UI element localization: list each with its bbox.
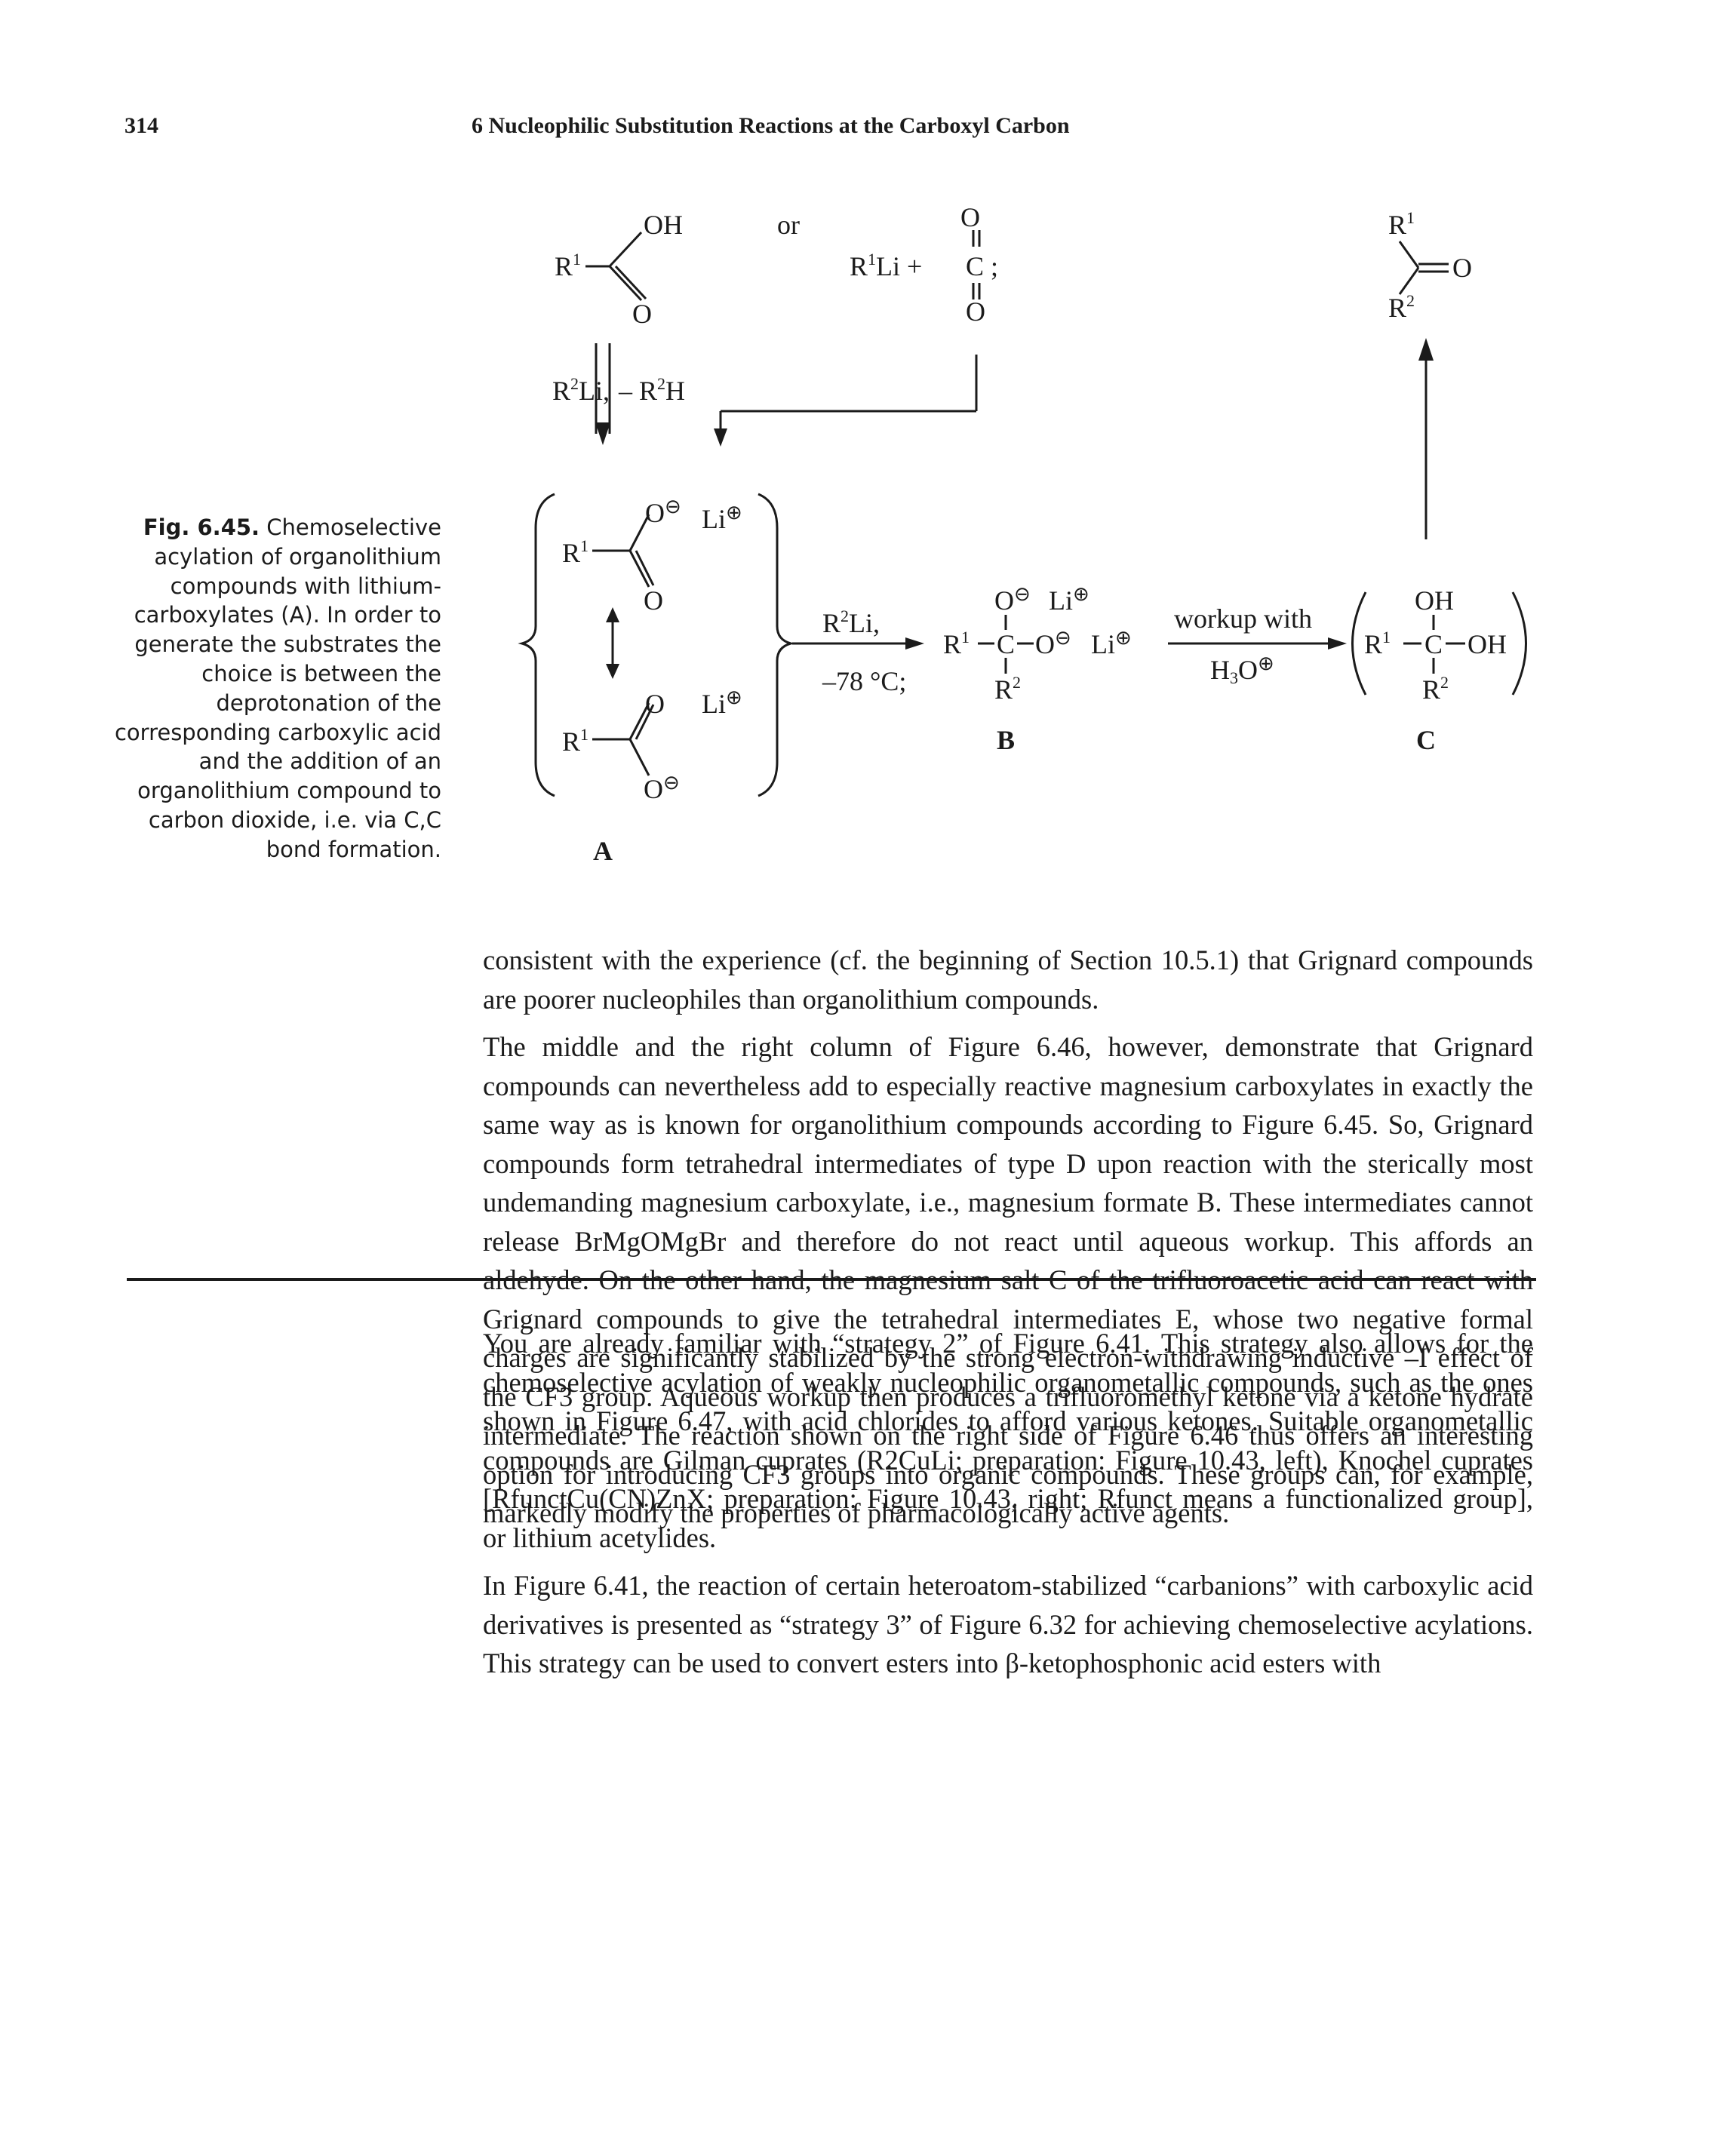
svg-text:workup with: workup with	[1174, 603, 1312, 634]
svg-text:R1: R1	[555, 250, 581, 281]
svg-text:R1: R1	[943, 628, 970, 659]
svg-text:R2: R2	[994, 673, 1021, 705]
section-rule	[127, 1278, 1536, 1281]
svg-text:R2: R2	[1422, 673, 1449, 705]
svg-text:C ;: C ;	[966, 251, 998, 281]
caption-label: Fig. 6.45.	[143, 514, 260, 540]
label-compound-c: C	[1416, 725, 1436, 755]
svg-text:O: O	[960, 202, 980, 232]
paragraph-2: The middle and the right column of Figur…	[483, 1031, 1533, 1528]
svg-text:R1: R1	[562, 725, 589, 757]
svg-text:Li⊕: Li⊕	[702, 502, 742, 534]
svg-text:OH: OH	[1415, 585, 1454, 616]
svg-text:O⊖: O⊖	[644, 772, 680, 804]
svg-text:C: C	[997, 629, 1015, 659]
body-lower: You are already familiar with “strategy …	[483, 1324, 1533, 1692]
reaction-scheme: OH R1 O O R1Li + C ; O R1 O R2 R2Li, – R…	[518, 202, 1527, 866]
svg-text:–78 °C;: –78 °C;	[822, 666, 906, 696]
svg-text:C: C	[1424, 629, 1443, 659]
caption-text: Chemoselective acylation of organolithiu…	[114, 514, 441, 862]
svg-text:O⊖: O⊖	[994, 583, 1031, 616]
svg-text:R1: R1	[1388, 208, 1415, 240]
svg-text:R2Li,: R2Li,	[822, 607, 880, 638]
figure-caption: Fig. 6.45. Chemoselective acylation of o…	[113, 513, 441, 865]
svg-text:R1Li +: R1Li +	[850, 250, 922, 281]
label-compound-a: A	[593, 836, 613, 866]
svg-text:– R2H: – R2H	[618, 374, 685, 406]
paragraph-1: consistent with the experience (cf. the …	[483, 944, 1533, 1015]
svg-text:R1: R1	[1364, 628, 1391, 659]
svg-text:O⊖: O⊖	[645, 496, 681, 528]
paragraph-4: In Figure 6.41, the reaction of certain …	[483, 1570, 1533, 1678]
svg-text:O: O	[1452, 253, 1472, 283]
body-upper: consistent with the experience (cf. the …	[483, 941, 1533, 1542]
svg-text:R1: R1	[562, 536, 589, 568]
svg-text:O: O	[645, 689, 665, 719]
paragraph-3: You are already familiar with “strategy …	[483, 1328, 1533, 1553]
svg-text:OH: OH	[1467, 629, 1507, 659]
label-or: or	[777, 210, 800, 240]
label-compound-b: B	[997, 725, 1015, 755]
svg-text:Li⊕: Li⊕	[1091, 627, 1132, 659]
svg-text:OH: OH	[644, 210, 683, 240]
svg-text:R2Li,: R2Li,	[552, 374, 610, 406]
svg-text:Li⊕: Li⊕	[702, 686, 742, 719]
svg-text:O: O	[966, 296, 985, 327]
running-head: 6 Nucleophilic Substitution Reactions at…	[472, 113, 1070, 138]
svg-text:H3O⊕: H3O⊕	[1210, 653, 1274, 687]
svg-text:O⊖: O⊖	[1035, 627, 1071, 659]
svg-text:O: O	[644, 585, 663, 616]
svg-text:R2: R2	[1388, 291, 1415, 323]
svg-text:Li⊕: Li⊕	[1049, 583, 1089, 616]
page-number: 314	[124, 113, 158, 138]
svg-text:O: O	[632, 299, 652, 329]
